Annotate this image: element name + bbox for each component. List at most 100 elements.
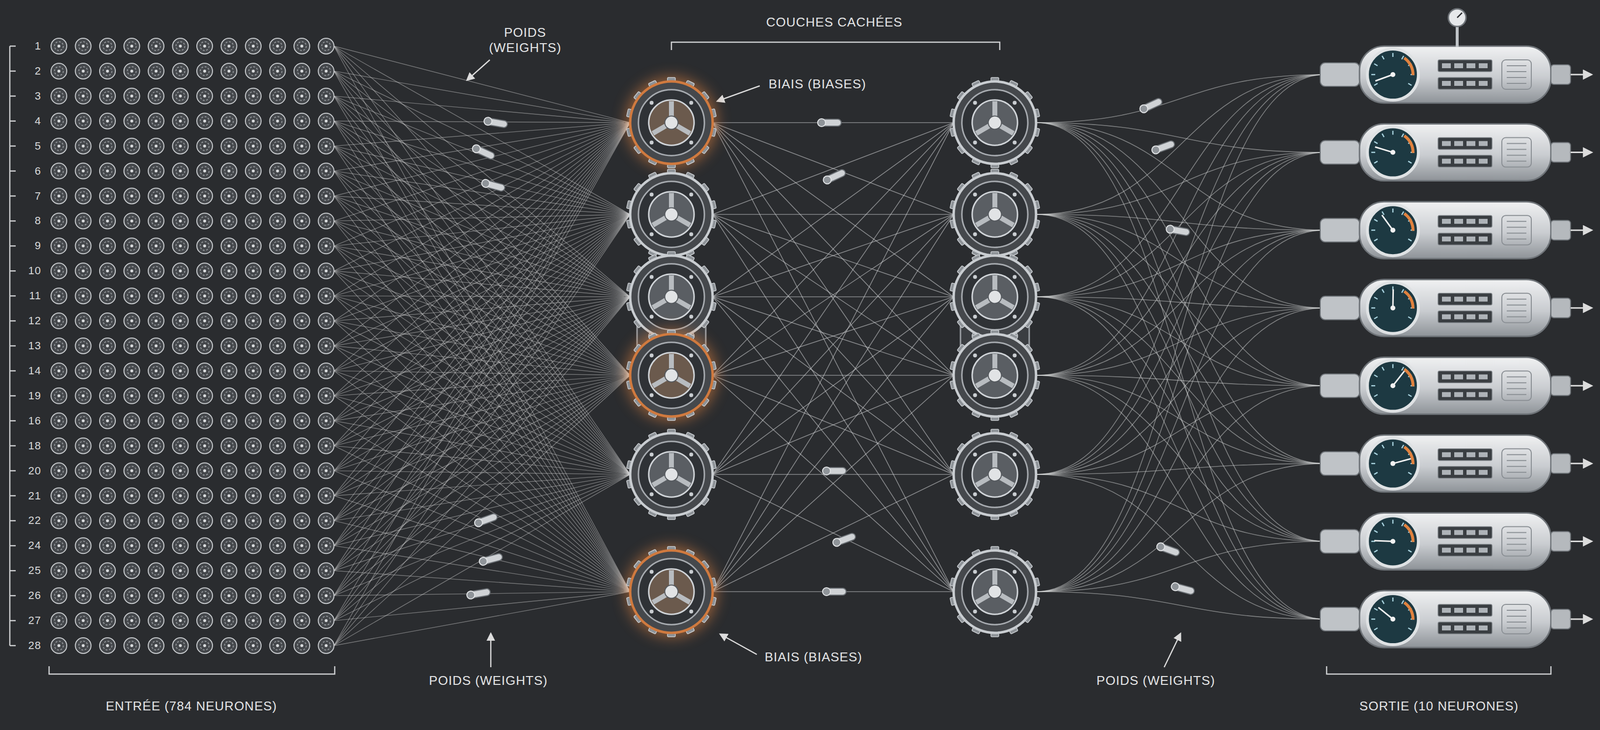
input-neuron <box>79 141 88 151</box>
input-neuron <box>200 316 210 326</box>
input-neuron <box>251 569 255 573</box>
input-neuron <box>151 216 161 226</box>
input-neuron <box>203 494 207 498</box>
input-neuron <box>130 344 134 348</box>
input-neuron <box>196 613 213 629</box>
output-neuron <box>1466 296 1476 302</box>
weight-wire <box>334 295 631 475</box>
output-neuron <box>1506 466 1527 468</box>
input-neuron <box>200 291 210 301</box>
weight-wire <box>334 214 631 271</box>
output-neuron <box>1506 627 1527 629</box>
input-neuron <box>179 369 183 373</box>
output-neuron <box>1454 218 1464 224</box>
hidden-neuron <box>950 251 1040 343</box>
weight-wire <box>1036 474 1326 542</box>
input-neuron <box>321 441 331 451</box>
hidden-neuron <box>689 275 694 280</box>
hidden-neuron <box>648 452 694 498</box>
input-neuron <box>300 644 304 648</box>
output-neuron <box>1403 134 1415 154</box>
input-neuron <box>130 119 134 123</box>
weight-wire <box>712 122 954 376</box>
input-neuron <box>81 69 85 73</box>
leader-arrow <box>1164 634 1181 668</box>
input-neuron <box>318 638 335 654</box>
input-neuron <box>172 587 189 604</box>
bracket <box>9 270 16 272</box>
input-neuron <box>57 644 61 648</box>
output-neuron <box>1550 531 1571 552</box>
input-neuron <box>51 488 67 505</box>
output-neuron <box>1403 290 1415 309</box>
hidden-neuron <box>988 369 1002 383</box>
input-neuron <box>300 219 304 223</box>
input-neuron <box>251 319 255 323</box>
input-neuron <box>99 338 116 354</box>
input-neuron <box>227 594 231 598</box>
input-neuron <box>148 463 164 480</box>
leader-arrow <box>720 634 757 655</box>
input-neuron <box>224 191 234 201</box>
input-neuron <box>124 463 140 480</box>
input-neuron <box>81 494 85 498</box>
input-neuron <box>293 63 310 80</box>
weight-wire <box>334 296 631 646</box>
input-neuron <box>103 491 112 501</box>
input-neuron <box>196 163 213 180</box>
input-neuron <box>276 419 280 423</box>
weight-wire <box>334 346 631 592</box>
input-neuron <box>106 444 109 448</box>
input-neuron <box>300 519 304 523</box>
input-neuron <box>130 394 134 398</box>
hidden-neuron <box>649 140 654 145</box>
input-neuron <box>127 591 137 601</box>
input-neuron <box>130 619 134 623</box>
input-neuron <box>154 594 158 598</box>
input-neuron <box>200 391 210 401</box>
input-neuron <box>324 69 328 73</box>
input-neuron <box>154 519 158 523</box>
input-neuron <box>148 438 164 454</box>
input-neuron <box>300 469 304 473</box>
weight-wire <box>334 122 631 571</box>
input-neuron <box>54 266 64 276</box>
output-neuron <box>1382 600 1385 605</box>
weight-wire <box>334 122 631 221</box>
input-neuron <box>227 344 231 348</box>
input-neuron <box>248 191 258 201</box>
hidden-neuron <box>630 433 713 516</box>
weight-wire <box>334 96 631 297</box>
output-neuron <box>1408 239 1412 241</box>
input-neuron <box>130 219 134 223</box>
weight-wire <box>334 122 631 472</box>
bracket <box>671 42 1000 51</box>
input-neuron <box>297 591 307 601</box>
row-number: 11 <box>26 289 44 303</box>
input-neuron <box>151 241 161 251</box>
input-neuron <box>103 641 112 651</box>
output-neuron <box>1392 364 1394 369</box>
output-neuron <box>1441 236 1451 242</box>
input-neuron <box>203 244 207 248</box>
input-neuron <box>176 441 186 451</box>
hidden-neuron <box>973 570 978 575</box>
input-neuron <box>51 263 67 279</box>
output-neuron <box>1441 452 1451 458</box>
output-neuron <box>1478 625 1488 631</box>
input-neuron <box>130 244 134 248</box>
output-neuron <box>1320 435 1592 493</box>
input-neuron <box>245 238 262 254</box>
input-neuron <box>224 41 234 51</box>
input-neuron <box>200 416 210 426</box>
input-neuron <box>273 66 283 76</box>
input-neuron <box>321 66 331 76</box>
output-neuron <box>1466 63 1476 69</box>
bracket <box>9 245 16 247</box>
bracket <box>1326 666 1551 675</box>
input-neuron <box>248 241 258 251</box>
input-neuron <box>151 166 161 176</box>
output-neuron <box>1454 236 1464 242</box>
output-neuron <box>1401 445 1404 449</box>
output-neuron <box>1478 608 1488 614</box>
